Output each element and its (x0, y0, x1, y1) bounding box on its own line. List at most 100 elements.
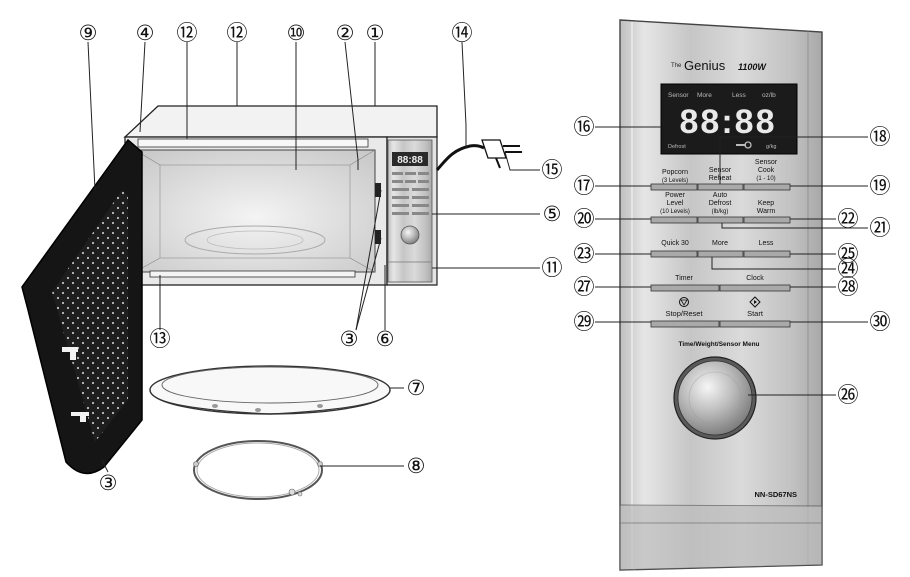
power-plug (481, 139, 522, 169)
microwave-oven: 88:88 (123, 105, 522, 286)
right-callouts: ⑯ ⑱ ⑰ ⑲ ⑳ ㉒ ㉑ ㉓ ㉕ ㉔ ㉗ ㉘ ㉙ ㉚ ㉖ (574, 116, 891, 407)
keep-warm-label-2: Warm (757, 208, 776, 215)
brand-wattage: 1100W (738, 62, 767, 72)
quick30-button[interactable] (650, 250, 698, 258)
sensor-cook-button[interactable] (743, 183, 791, 191)
auto-defrost-label-1: Auto (713, 192, 728, 199)
panel-bottom-strip (619, 504, 823, 571)
callout-8: ⑧ (407, 455, 426, 478)
callout-19: ⑲ (870, 175, 891, 198)
callout-25: ㉕ (838, 243, 859, 266)
keep-warm-button[interactable] (743, 216, 791, 224)
callout-22: ㉒ (838, 208, 859, 231)
power-cord (435, 144, 485, 172)
body-display (392, 152, 428, 166)
callout-2: ② (336, 22, 355, 45)
auto-defrost-label-2: Defrost (709, 200, 732, 207)
model-number: NN-SD67NS (754, 490, 797, 499)
body-buttons (392, 172, 429, 215)
keep-warm-label-1: Keep (758, 200, 774, 207)
sensor-cook-label-3: (1 - 10) (756, 176, 775, 182)
callout-21: ㉑ (870, 217, 891, 240)
body-dial (400, 225, 420, 245)
start-button[interactable] (719, 320, 791, 328)
callout-14: ⑭ (452, 22, 473, 45)
dial-label: Time/Weight/Sensor Menu (678, 341, 759, 348)
brand-name: Genius (684, 58, 726, 73)
callout-5: ⑤ (543, 203, 562, 226)
callout-9: ⑨ (79, 22, 98, 45)
popcorn-label-1: Popcorn (662, 169, 688, 176)
stop-reset-button[interactable] (650, 320, 720, 328)
timer-label: Timer (675, 275, 693, 282)
callout-15: ⑮ (542, 159, 563, 182)
lock-key-icon (736, 141, 752, 149)
sensor-cook-label-2: Cook (758, 167, 775, 174)
display-indicator-sensor: Sensor (668, 92, 689, 99)
right-leader-lines (595, 126, 868, 396)
clock-button[interactable] (719, 284, 791, 292)
display-window (660, 83, 798, 155)
callout-3a: ③ (340, 328, 359, 351)
callout-4: ④ (136, 22, 155, 45)
callout-6: ⑥ (376, 328, 395, 351)
callout-16: ⑯ (574, 116, 595, 139)
clock-label: Clock (746, 275, 764, 282)
bottom-trim (149, 270, 356, 278)
callout-20: ⑳ (574, 208, 595, 231)
callout-30: ㉚ (870, 311, 891, 334)
sensor-cook-label-1: Sensor (755, 159, 778, 166)
more-button[interactable] (697, 250, 744, 258)
callout-7: ⑦ (407, 377, 426, 400)
display-indicator-defrost: Defrost (668, 144, 686, 150)
auto-defrost-button[interactable] (697, 216, 744, 224)
callout-17: ⑰ (574, 175, 595, 198)
door-window-mesh (52, 190, 128, 442)
cabinet-top (123, 105, 438, 138)
callout-3b: ③ (99, 472, 118, 495)
start-label: Start (747, 309, 764, 318)
power-level-label-2: Level (667, 200, 684, 207)
less-button[interactable] (743, 250, 791, 258)
start-icon (749, 296, 761, 308)
quick30-label: Quick 30 (661, 240, 689, 247)
callout-24: ㉔ (838, 258, 859, 281)
display-indicator-less: Less (732, 92, 746, 99)
latch-hole-upper (375, 183, 381, 197)
latch-hole-lower (375, 230, 381, 244)
popcorn-label-2: (3 Levels) (662, 178, 688, 184)
display-digits: 88:88 (680, 103, 777, 141)
callout-10: ⑩ (287, 22, 306, 45)
timer-button[interactable] (650, 284, 720, 292)
popcorn-button[interactable] (650, 183, 698, 191)
callout-13: ⑬ (150, 328, 171, 351)
door-latch-lower (71, 412, 89, 416)
sensor-reheat-button[interactable] (697, 183, 744, 191)
display-indicator-kg: g/kg (766, 144, 776, 150)
callout-18: ⑱ (870, 126, 891, 149)
callout-12a: ⑫ (177, 22, 198, 45)
oven-door (21, 138, 143, 475)
callout-23: ㉓ (574, 243, 595, 266)
left-leader-lines (87, 41, 540, 473)
glass-tray (149, 365, 391, 415)
brand-prefix: The (671, 63, 682, 69)
left-callouts: ⑨ ④ ⑫ ⑫ ⑩ ② ① ⑭ ⑮ ⑤ ⑪ ⑬ ③ ⑥ ⑦ ⑧ ③ (79, 22, 563, 495)
less-label: Less (759, 240, 774, 247)
callout-28: ㉘ (838, 276, 859, 299)
roller-ring (193, 440, 323, 500)
door-latch-upper (62, 347, 78, 352)
callout-11: ⑪ (542, 257, 563, 280)
auto-defrost-label-3: (lb/kg) (712, 209, 729, 215)
callout-27: ㉗ (574, 276, 595, 299)
callout-1: ① (366, 22, 385, 45)
display-indicator-more: More (697, 92, 712, 99)
callout-29: ㉙ (574, 311, 595, 334)
callout-12b: ⑫ (227, 22, 248, 45)
power-level-button[interactable] (650, 216, 698, 224)
front-top-trim (137, 138, 369, 148)
power-level-label-3: (10 Levels) (660, 209, 690, 215)
more-label: More (712, 240, 728, 247)
stop-reset-label: Stop/Reset (665, 309, 703, 318)
